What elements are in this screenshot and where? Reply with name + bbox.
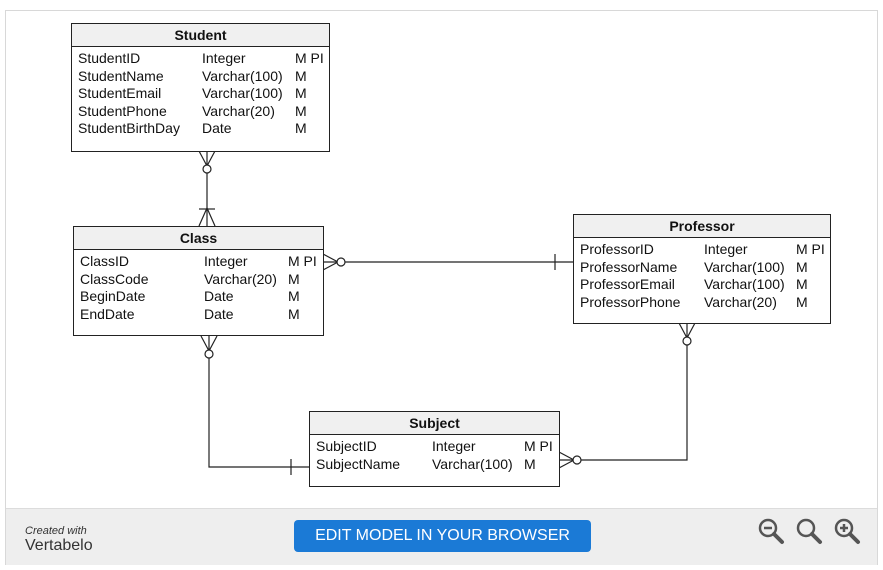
crowfoot-class-top	[198, 206, 216, 227]
entity-title: Professor	[574, 215, 830, 238]
column-name: StudentEmail	[78, 85, 162, 101]
column-row: SubjectID Integer M PI	[310, 438, 559, 456]
column-name: StudentBirthDay	[78, 120, 180, 136]
column-flags: M	[796, 293, 808, 310]
column-name: SubjectID	[316, 438, 377, 454]
column-flags: M	[295, 85, 307, 101]
entity-student[interactable]: Student StudentID Integer M PI StudentName…	[71, 23, 330, 152]
column-name: StudentID	[78, 50, 141, 66]
column-name: BeginDate	[80, 288, 146, 304]
column-flags: M	[288, 270, 300, 287]
column-type: Varchar(100)	[704, 258, 785, 275]
column-flags: M PI	[288, 253, 317, 269]
entity-class[interactable]: Class ClassID Integer M PI ClassCode Varcha…	[73, 226, 324, 336]
optional-subject-right	[572, 455, 582, 465]
column-flags: M PI	[796, 241, 825, 257]
entity-title: Subject	[310, 412, 559, 435]
column-row: ProfessorName Varchar(100) M	[574, 259, 830, 277]
column-row: ProfessorID Integer M PI	[574, 241, 830, 259]
column-name: ProfessorEmail	[580, 276, 675, 292]
column-flags: M	[288, 288, 300, 304]
column-row: StudentName Varchar(100) M	[72, 68, 329, 86]
optional-class-right	[336, 257, 346, 267]
column-flags: M PI	[295, 50, 324, 66]
column-type: Integer	[202, 50, 246, 66]
column-type: Varchar(20)	[204, 270, 277, 287]
column-flags: M	[288, 305, 300, 322]
entity-title: Class	[74, 227, 323, 250]
edit-model-button[interactable]: EDIT MODEL IN YOUR BROWSER	[294, 520, 591, 552]
column-type: Date	[204, 288, 234, 304]
brand-name: Vertabelo	[25, 537, 93, 554]
column-type: Varchar(20)	[202, 102, 275, 119]
column-row: StudentEmail Varchar(100) M	[72, 85, 329, 103]
column-row: ClassID Integer M PI	[74, 253, 323, 271]
rel-class-subject	[208, 336, 309, 468]
column-flags: M PI	[524, 438, 553, 454]
column-type: Varchar(100)	[202, 85, 283, 101]
brand-tagline: Created with	[25, 525, 87, 537]
column-row: ProfessorPhone Varchar(20) M	[574, 294, 830, 312]
column-list: ClassID Integer M PI ClassCode Varchar(20) M…	[74, 250, 323, 323]
column-row: StudentBirthDay Date M	[72, 120, 329, 138]
vertabelo-logo[interactable]: Created with Vertabelo	[25, 525, 93, 555]
column-row: ClassCode Varchar(20) M	[74, 271, 323, 289]
column-type: Date	[202, 120, 232, 136]
column-flags: M	[295, 67, 307, 84]
column-flags: M	[524, 455, 536, 472]
column-name: SubjectName	[316, 455, 401, 472]
column-row: BeginDate Date M	[74, 288, 323, 306]
column-type: Integer	[204, 253, 248, 269]
column-row: SubjectName Varchar(100) M	[310, 456, 559, 474]
column-name: EndDate	[80, 305, 135, 322]
zoom-reset-icon[interactable]	[794, 516, 824, 546]
entity-subject[interactable]: Subject SubjectID Integer M PI SubjectName…	[309, 411, 560, 487]
column-row: EndDate Date M	[74, 306, 323, 324]
column-name: ProfessorName	[580, 258, 678, 275]
column-type: Date	[204, 305, 234, 322]
zoom-in-icon[interactable]	[832, 516, 862, 546]
entity-professor[interactable]: Professor ProfessorID Integer M PI Profess…	[573, 214, 831, 324]
column-type: Varchar(100)	[432, 455, 513, 472]
zoom-out-icon[interactable]	[756, 516, 786, 546]
column-flags: M	[295, 120, 307, 136]
column-name: ClassCode	[80, 270, 149, 287]
footer-bar: Created with Vertabelo EDIT MODEL IN YOU…	[6, 508, 877, 565]
optional-student-end	[202, 164, 212, 174]
rel-professor-subject	[559, 323, 688, 461]
column-flags: M	[295, 102, 307, 119]
column-row: ProfessorEmail Varchar(100) M	[574, 276, 830, 294]
column-type: Integer	[432, 438, 476, 454]
entity-title: Student	[72, 24, 329, 47]
column-name: ProfessorPhone	[580, 293, 681, 310]
column-name: StudentName	[78, 67, 164, 84]
column-name: StudentPhone	[78, 102, 167, 119]
column-type: Integer	[704, 241, 748, 257]
column-type: Varchar(20)	[704, 293, 777, 310]
column-list: SubjectID Integer M PI SubjectName Varchar(…	[310, 435, 559, 473]
column-row: StudentID Integer M PI	[72, 50, 329, 68]
optional-class-bottom	[204, 349, 214, 359]
column-row: StudentPhone Varchar(20) M	[72, 103, 329, 121]
column-name: ProfessorID	[580, 241, 654, 257]
column-type: Varchar(100)	[704, 276, 785, 292]
column-type: Varchar(100)	[202, 67, 283, 84]
column-flags: M	[796, 258, 808, 275]
column-name: ClassID	[80, 253, 130, 269]
optional-professor-bottom	[682, 336, 692, 346]
relationship-lines	[198, 150, 696, 475]
column-flags: M	[796, 276, 808, 292]
